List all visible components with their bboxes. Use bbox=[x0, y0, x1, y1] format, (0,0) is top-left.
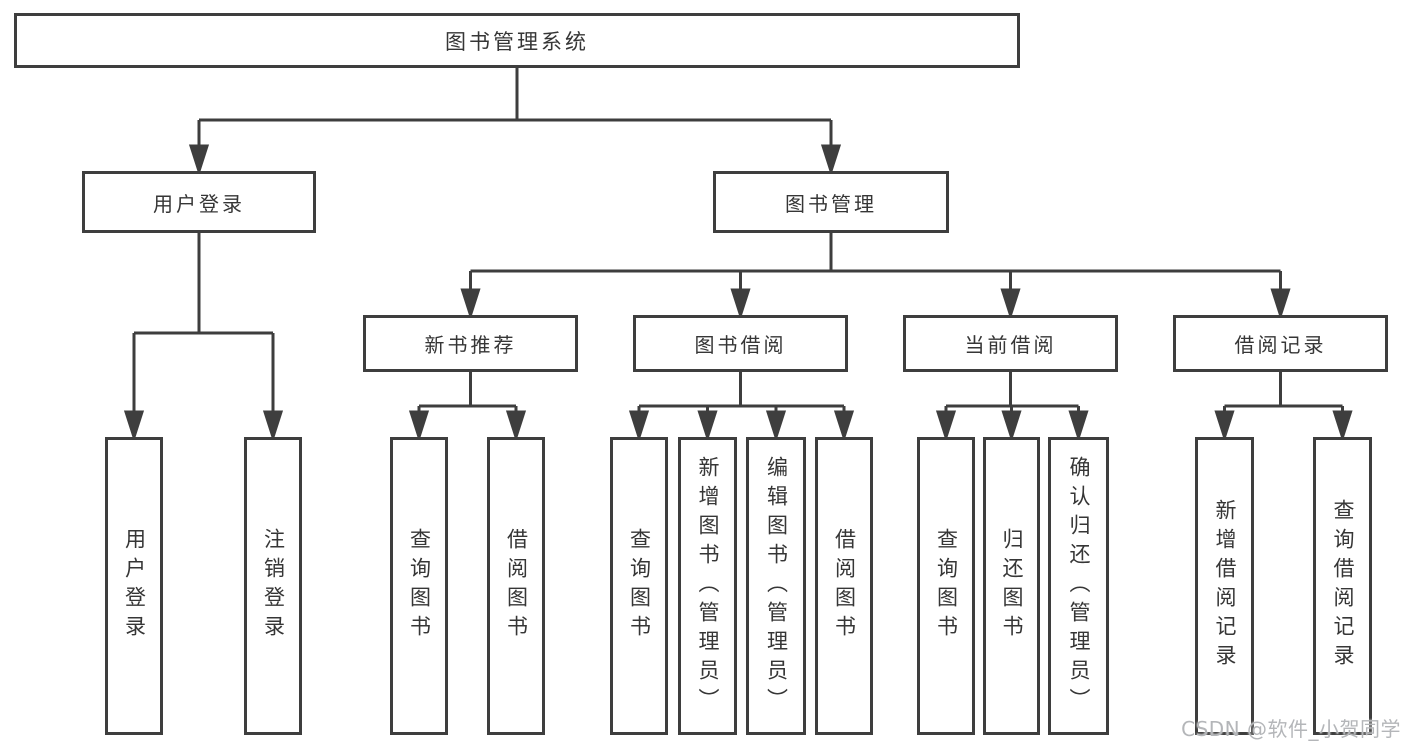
arrowhead bbox=[820, 144, 842, 176]
edge-borrowing-records-children bbox=[1214, 372, 1353, 442]
arrowhead bbox=[1332, 410, 1353, 442]
node-library-management-system: 图书管理系统 bbox=[14, 13, 1020, 68]
leaf-current-return-books: 归还图书 bbox=[983, 437, 1040, 735]
leaf-records-query-borrow-record: 查询借阅记录 bbox=[1313, 437, 1372, 735]
edge-new-book-children bbox=[408, 372, 527, 442]
csdn-watermark: CSDN @软件_小贺同学 bbox=[1181, 717, 1401, 741]
arrowhead bbox=[460, 288, 481, 320]
leaf-borrowing-query-books: 查询图书 bbox=[610, 437, 668, 735]
edge-book-borrowing-children bbox=[628, 372, 855, 442]
arrowhead bbox=[188, 144, 210, 176]
leaf-records-add-borrow-record: 新增借阅记录 bbox=[1195, 437, 1254, 735]
leaf-borrowing-add-books-admin: 新增图书（管理员） bbox=[678, 437, 737, 735]
leaf-borrowing-borrow-books: 借阅图书 bbox=[815, 437, 873, 735]
arrowhead bbox=[1068, 410, 1089, 442]
arrowhead bbox=[1001, 410, 1022, 442]
edge-book-management-children bbox=[460, 233, 1291, 320]
arrowhead bbox=[1270, 288, 1291, 320]
arrowhead bbox=[765, 410, 787, 442]
edge-root-children bbox=[188, 68, 842, 176]
arrowhead bbox=[1000, 288, 1021, 320]
leaf-user-login: 用户登录 bbox=[105, 437, 163, 735]
leaf-newbook-query-books: 查询图书 bbox=[390, 437, 448, 735]
edge-user-login-children bbox=[123, 233, 284, 442]
arrowhead bbox=[1214, 410, 1235, 442]
arrowhead bbox=[730, 288, 751, 320]
leaf-newbook-borrow-books: 借阅图书 bbox=[487, 437, 545, 735]
arrowhead bbox=[935, 410, 957, 442]
node-book-management-branch: 图书管理 bbox=[713, 171, 949, 233]
node-user-login-branch: 用户登录 bbox=[82, 171, 316, 233]
arrowhead bbox=[123, 410, 145, 442]
leaf-logout-login: 注销登录 bbox=[244, 437, 302, 735]
node-book-borrowing: 图书借阅 bbox=[633, 315, 848, 372]
node-current-borrowing: 当前借阅 bbox=[903, 315, 1118, 372]
leaf-current-confirm-return-admin: 确认归还（管理员） bbox=[1048, 437, 1109, 735]
arrowhead bbox=[262, 410, 284, 442]
arrowhead bbox=[408, 410, 430, 442]
arrowhead bbox=[628, 410, 650, 442]
node-new-book-recommend: 新书推荐 bbox=[363, 315, 578, 372]
edge-current-borrowing-children bbox=[935, 372, 1089, 442]
arrowhead bbox=[697, 410, 718, 442]
node-borrowing-records: 借阅记录 bbox=[1173, 315, 1388, 372]
arrowhead bbox=[833, 410, 855, 442]
arrowhead bbox=[505, 410, 527, 442]
leaf-borrowing-edit-books-admin: 编辑图书（管理员） bbox=[746, 437, 806, 735]
leaf-current-query-books: 查询图书 bbox=[917, 437, 975, 735]
